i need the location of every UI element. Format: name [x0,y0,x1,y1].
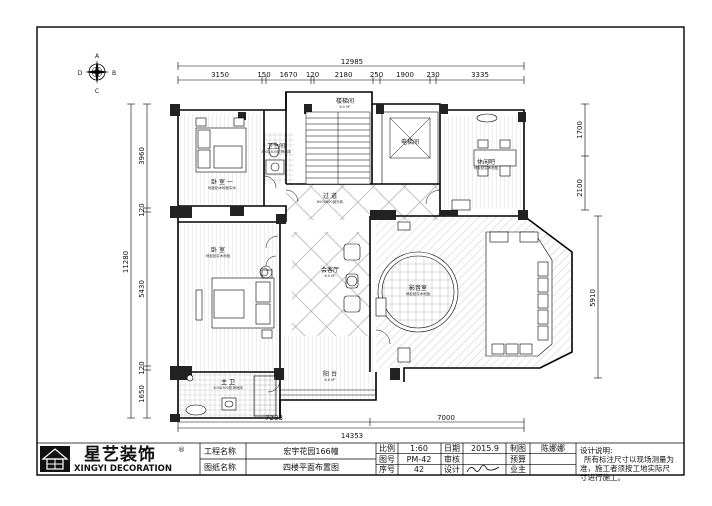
room-sub-corridor: 800X800抛光砖 [317,199,344,204]
registered-mark: ® [178,446,185,454]
elevator-shaft [381,111,439,185]
project-value: 宏宇花园166幢 [283,446,338,456]
dim-left-segment: 120 [138,361,146,374]
seq-value: 42 [414,465,424,474]
stair-steps [305,111,371,185]
notes-line-1: 所有标注尺寸以现场测量为 [584,454,674,464]
room-sub-balcony: 6.6 M² [324,378,336,382]
designer-signature-icon [466,465,500,473]
dim-left-total: 11280 [122,251,130,273]
budget-label: 预算 [510,454,526,464]
corridor-floor [286,184,440,220]
bed-2 [195,267,275,339]
room-sub-bedroom2: 地板贴实木地板 [206,253,231,258]
room-label-bedroom1: 卧 室 一 [211,178,233,186]
maker-label: 制图 [510,443,526,453]
dim-left-segment: 5430 [138,280,146,298]
dim-left-segment: 1650 [138,385,146,403]
review-label: 审核 [444,454,460,464]
date-value: 2015.9 [471,444,499,453]
dim-left-segment: 120 [138,203,146,216]
room-label-theater: 影音室 [409,284,427,292]
dim-top-segment: 2180 [335,71,353,79]
room-sub-bedroom1: 地板贴木地板实木 [208,185,236,190]
bed-1 [195,117,247,173]
owner-label: 业主 [510,464,526,474]
dim-right-top-2: 2100 [576,179,584,197]
dim-right-bottom: 5910 [589,289,597,307]
dim-top-segment: 3150 [211,71,229,79]
compass-rose: A C D B [78,53,116,95]
room-label-bath1: 卫生间 [267,142,285,150]
scale-value: 1:60 [410,444,428,453]
dim-top-segment: 250 [370,71,383,79]
drawing-no-value: PM-42 [407,455,432,464]
room-sub-stair: 6.5 M² [339,105,351,109]
dim-top-segment: 230 [426,71,439,79]
dim-top-segment: 150 [257,71,270,79]
seq-label: 序号 [379,464,395,474]
balcony-rail [280,389,376,396]
drawing-no-label: 图号 [379,455,395,464]
title-block [37,442,684,475]
room-label-bedroom2: 卧 室 [211,246,225,254]
lounge-furniture [451,113,517,211]
room-label-stair: 楼梯间 [336,97,354,105]
bath1-floor [264,132,294,184]
door-arcs [259,175,441,393]
dim-bottom-2: 7000 [437,414,455,422]
maker-value: 陈娜娜 [541,443,565,453]
compass-w-label: D [78,70,83,77]
guest-chairs [343,243,361,313]
room-sub-guest: 8.0 M² [324,274,336,278]
compass-e-label: B [112,70,116,77]
room-sub-bath1: 300X300防滑地砖 [261,149,291,154]
compass-s-label: C [95,88,99,95]
dim-top-segment: 120 [306,71,319,79]
room-label-corridor: 过 道 [323,192,337,200]
dim-top-total: 12985 [341,58,363,66]
notes-line-3: 寸进行施工。 [580,472,625,482]
room-sub-lounge: 地板贴实木地板 [474,165,499,170]
dim-left-segment: 3960 [138,147,146,165]
dim-top-segment: 3335 [471,71,489,79]
dim-top-segment: 1900 [396,71,414,79]
room-label-guest: 会客厅 [321,266,339,274]
bath1-fixtures [265,142,285,175]
brand-name-en: XINGYI DECORATION [74,464,172,474]
dim-top-segment: 1670 [280,71,298,79]
brand-name-cn: 星艺装饰 [84,444,156,465]
room-label-elevator: 电梯间 [401,138,419,146]
balcony-floor [280,336,376,400]
design-label: 设计 [444,464,460,474]
room-sub-mainbath: 300X300防滑地砖 [213,385,243,390]
project-label: 工程名称 [204,446,236,456]
room-sub-theater: 地板贴实木地板 [406,291,431,296]
theater-furniture [375,221,553,363]
dim-bottom-total: 14353 [341,432,363,440]
compass-n-label: A [95,53,100,60]
elevator-cross [389,117,431,159]
room-label-balcony: 阳 台 [323,370,337,378]
room-label-mainbath: 主 卫 [221,378,235,386]
notes-line-2: 准，施工者须按工地实际尺 [580,463,670,473]
logo [40,446,70,472]
drawing-name-label: 图纸名称 [204,462,236,472]
scale-label: 比例 [379,443,395,453]
date-label: 日期 [444,444,460,453]
room-label-lounge: 休闲吧 [477,158,495,166]
notes-title: 设计说明: [580,445,613,455]
drawing-name-value: 四楼平面布置图 [283,462,339,472]
mainbath-fixtures [185,374,277,417]
dim-right-top-1: 1700 [576,121,584,139]
sheet-border [36,26,685,476]
